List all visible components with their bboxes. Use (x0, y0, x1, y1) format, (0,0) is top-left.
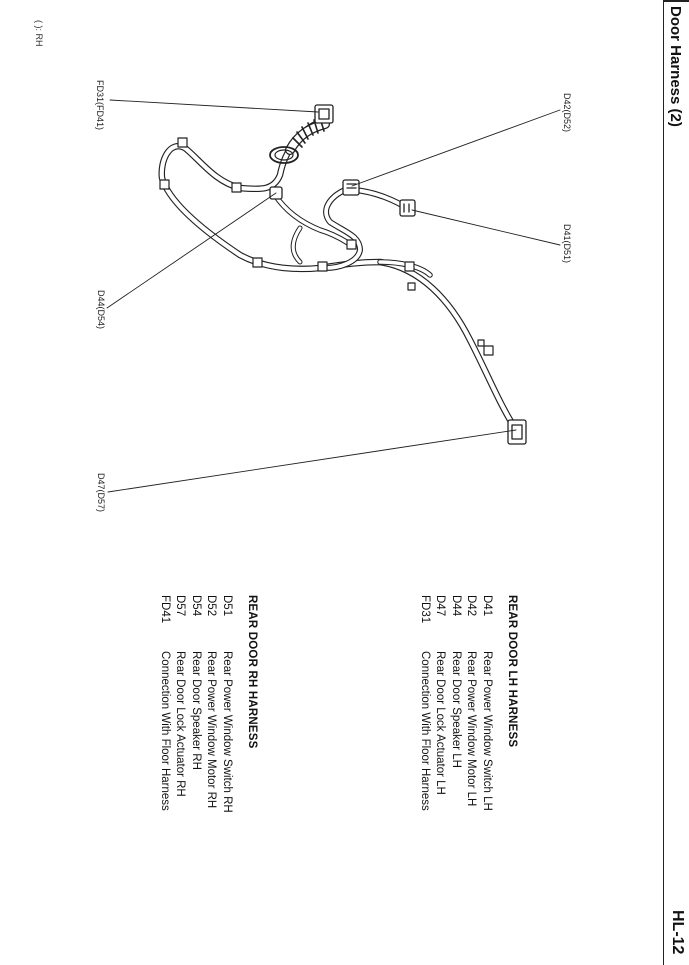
callout-d42: D42(D52) (562, 93, 572, 133)
harness-clips (159, 137, 494, 356)
legend-lh-row: D47Rear Door Lock Actuator LH (434, 595, 447, 795)
leader-lines (106, 99, 561, 493)
legend-rh-title: REAR DOOR RH HARNESS (246, 595, 258, 749)
legend-rh-row: D51Rear Power Window Switch RH (221, 595, 233, 813)
callout-d41: D41(D51) (562, 224, 572, 264)
legend-lh: REAR DOOR LH HARNESS D41Rear Power Windo… (417, 595, 518, 811)
legend-rh-row: FD41Connection With Floor Harness (159, 595, 171, 811)
connector-d41 (399, 199, 416, 217)
connector-d47 (507, 419, 527, 445)
callout-d44: D44(D54) (96, 290, 106, 330)
legend-lh-row: D42Rear Power Window Motor LH (465, 595, 478, 807)
legend-lh-row: D41Rear Power Window Switch LH (481, 595, 493, 811)
legend-rh: REAR DOOR RH HARNESS D51Rear Power Windo… (157, 595, 258, 813)
harness-branch-upper (322, 185, 413, 271)
harness-main-bundle (158, 118, 519, 432)
connector-fd31 (314, 104, 334, 124)
harness-grommet (269, 117, 330, 164)
callout-fd31: FD31(FD41) (95, 80, 105, 131)
legend-lh-row: FD31Connection With Floor Harness (419, 595, 431, 811)
legend-lh-title: REAR DOOR LH HARNESS (506, 595, 518, 748)
legend-rh-row: D57Rear Door Lock Actuator RH (174, 595, 187, 797)
callout-d47: D47(D57) (96, 473, 106, 513)
legend-rh-row: D54Rear Door Speaker RH (190, 595, 202, 770)
header-top-rule (663, 0, 689, 2)
header-divider-line (663, 0, 664, 965)
connector-d42 (342, 179, 360, 196)
legend-rh-row: D52Rear Power Window Motor RH (205, 595, 218, 809)
legend-lh-row: D44Rear Door Speaker LH (450, 595, 462, 768)
